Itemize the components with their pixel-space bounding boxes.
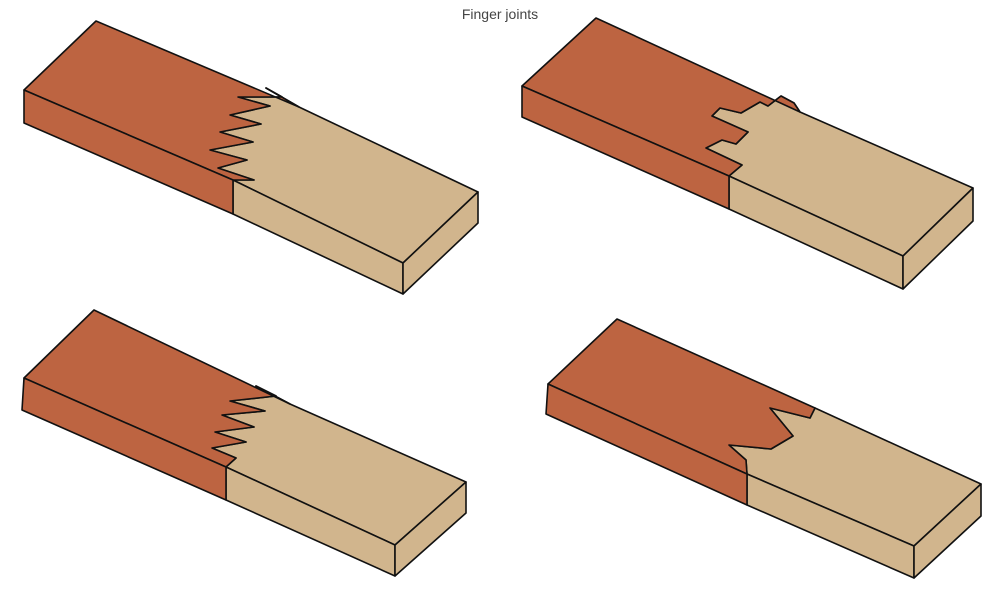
dark-piece-top [23,20,300,181]
light-piece-end [402,191,479,295]
dark-piece-front [23,89,234,215]
board-fine-zigzag [23,20,479,295]
dark-piece-top [23,309,291,468]
dark-piece-front [545,383,748,506]
diagram-title: Finger joints [461,6,539,22]
light-piece-end [913,483,982,579]
dark-piece-top [521,17,801,177]
dark-piece-front [21,377,227,501]
dark-piece-front [521,85,730,210]
board-short-zigzag [21,309,467,577]
light-piece-end [394,481,467,577]
board-rectangular-slots [521,17,974,290]
board-wide-tapered [545,318,982,579]
light-piece-end [902,187,974,290]
